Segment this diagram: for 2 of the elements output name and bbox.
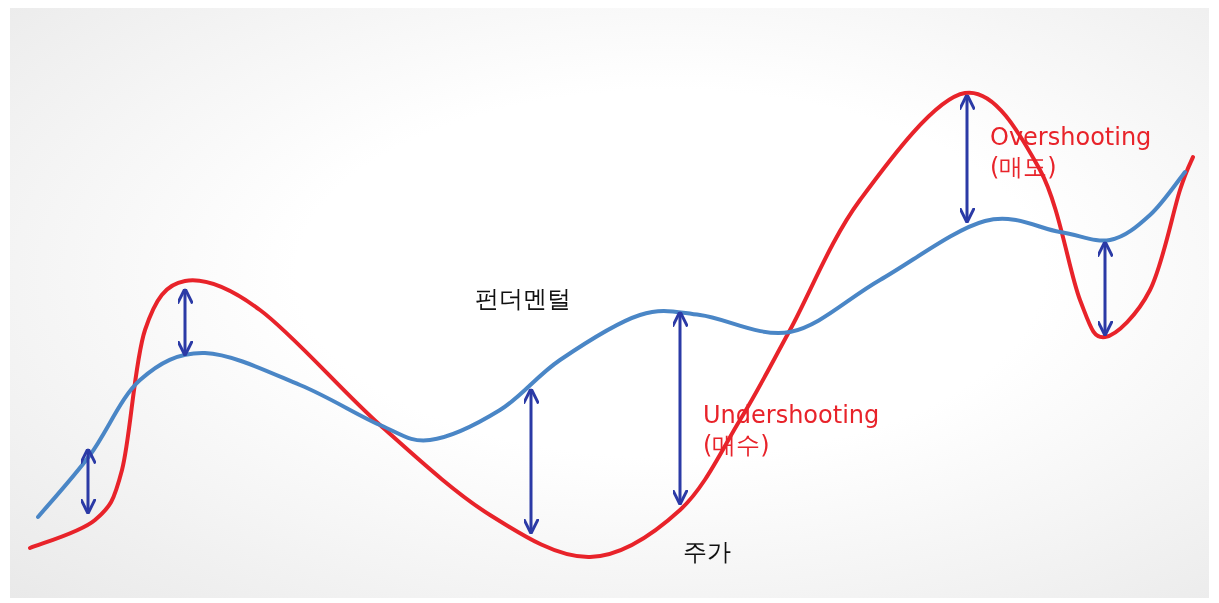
curve-label: 주가 xyxy=(683,537,731,567)
curve-label: 펀더멘털 xyxy=(475,284,571,314)
